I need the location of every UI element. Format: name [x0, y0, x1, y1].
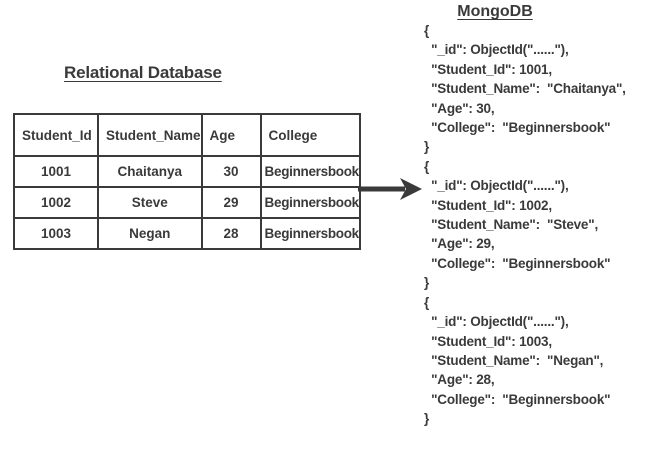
column-header: Student_Name — [97, 113, 203, 157]
table-cell: Beginnersbook — [259, 155, 361, 188]
table-cell: 30 — [200, 155, 262, 188]
json-line: } — [424, 411, 430, 427]
json-line: "Age": 30, — [424, 100, 495, 116]
mongodb-title: MongoDB — [457, 3, 533, 20]
json-line: "_id": ObjectId("......"), — [424, 314, 569, 330]
table-cell: 28 — [200, 217, 262, 250]
table-cell: Beginnersbook — [259, 186, 361, 219]
table-cell: 1002 — [13, 186, 99, 219]
table-cell: Chaitanya — [97, 155, 203, 188]
json-line: } — [424, 275, 430, 291]
json-line: "Age": 28, — [424, 372, 495, 388]
mongodb-document: { "_id": ObjectId("......"), "Student_Id… — [424, 157, 626, 293]
column-header: College — [259, 113, 361, 157]
table-cell: 1001 — [13, 155, 99, 188]
json-line: "Age": 29, — [424, 236, 495, 252]
json-line: "College": "Beginnersbook" — [424, 391, 611, 407]
column-header: Student_Id — [13, 113, 99, 157]
json-line: "Student_Id": 1001, — [424, 61, 552, 77]
json-line: "College": "Beginnersbook" — [424, 255, 611, 271]
json-line: "_id": ObjectId("......"), — [424, 178, 569, 194]
table-cell: 29 — [200, 186, 262, 219]
column-header: Age — [200, 113, 262, 157]
table-cell: Steve — [97, 186, 203, 219]
mongodb-document: { "_id": ObjectId("......"), "Student_Id… — [424, 21, 626, 157]
table-cell: Negan — [97, 217, 203, 250]
mongodb-documents: { "_id": ObjectId("......"), "Student_Id… — [424, 21, 626, 429]
json-line: } — [424, 139, 430, 155]
mongodb-document: { "_id": ObjectId("......"), "Student_Id… — [424, 293, 626, 429]
json-line: "Student_Id": 1003, — [424, 333, 552, 349]
relational-database-title: Relational Database — [64, 63, 222, 82]
table-cell: 1003 — [13, 217, 99, 250]
json-line: { — [424, 23, 430, 38]
json-line: "Student_Name": "Chaitanya", — [424, 81, 626, 97]
json-line: { — [424, 158, 430, 174]
json-line: "College": "Beginnersbook" — [424, 120, 611, 136]
json-line: "_id": ObjectId("......"), — [424, 42, 569, 58]
json-line: { — [424, 294, 430, 310]
json-line: "Student_Name": "Negan", — [424, 352, 604, 368]
table-cell: Beginnersbook — [259, 217, 361, 250]
json-line: "Student_Name": "Steve", — [424, 217, 598, 233]
right-arrow-icon — [358, 178, 422, 200]
json-line: "Student_Id": 1002, — [424, 197, 552, 213]
